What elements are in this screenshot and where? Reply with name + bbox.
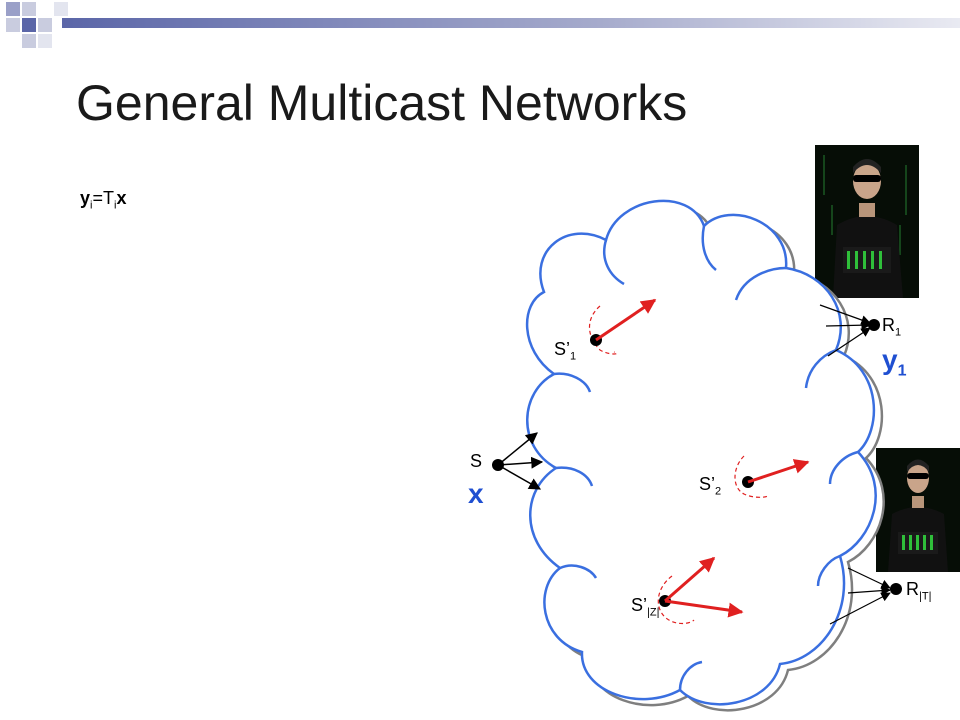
header-rule xyxy=(62,18,960,28)
relay1-pattern xyxy=(588,305,618,355)
relayZ-pattern xyxy=(657,575,695,625)
receiver1-in-top xyxy=(819,304,871,325)
relayZ-beam-right xyxy=(664,599,744,618)
source-arrow-up xyxy=(497,432,538,466)
receiverT-in-mid xyxy=(847,585,891,596)
receiver1-node xyxy=(868,319,880,331)
receiverT-label: R|T| xyxy=(906,579,932,603)
receiver1-var: y1 xyxy=(882,344,907,380)
relay2-label: S’2 xyxy=(699,474,722,498)
source-var: x xyxy=(468,478,484,509)
relayZ-beam-up xyxy=(664,556,716,603)
receiverT-photo xyxy=(876,448,960,572)
source-arrow-mid xyxy=(497,456,544,469)
equation: yi=Tix xyxy=(80,188,127,212)
receiver1-label: R1 xyxy=(882,315,902,339)
receiver1-in-low xyxy=(827,327,871,357)
receiverT-node xyxy=(890,583,902,595)
relay2-pattern xyxy=(734,455,769,498)
network-cloud xyxy=(525,199,885,712)
receiver1-photo xyxy=(815,145,919,298)
relay1-beam xyxy=(595,298,657,342)
relay2-beam xyxy=(747,459,810,484)
slide-title: General Multicast Networks xyxy=(76,75,688,131)
source-arrow-down xyxy=(497,464,542,490)
receiverT-in-top xyxy=(847,567,891,589)
receiverT-in-low xyxy=(829,592,891,625)
source-label: S xyxy=(470,451,483,471)
relay1-label: S’1 xyxy=(554,339,577,363)
corner-decoration xyxy=(6,2,68,48)
relayZ-label: S’|Z| xyxy=(631,595,660,619)
cloud-outline xyxy=(525,199,877,706)
receiver1-in-mid xyxy=(825,320,871,330)
